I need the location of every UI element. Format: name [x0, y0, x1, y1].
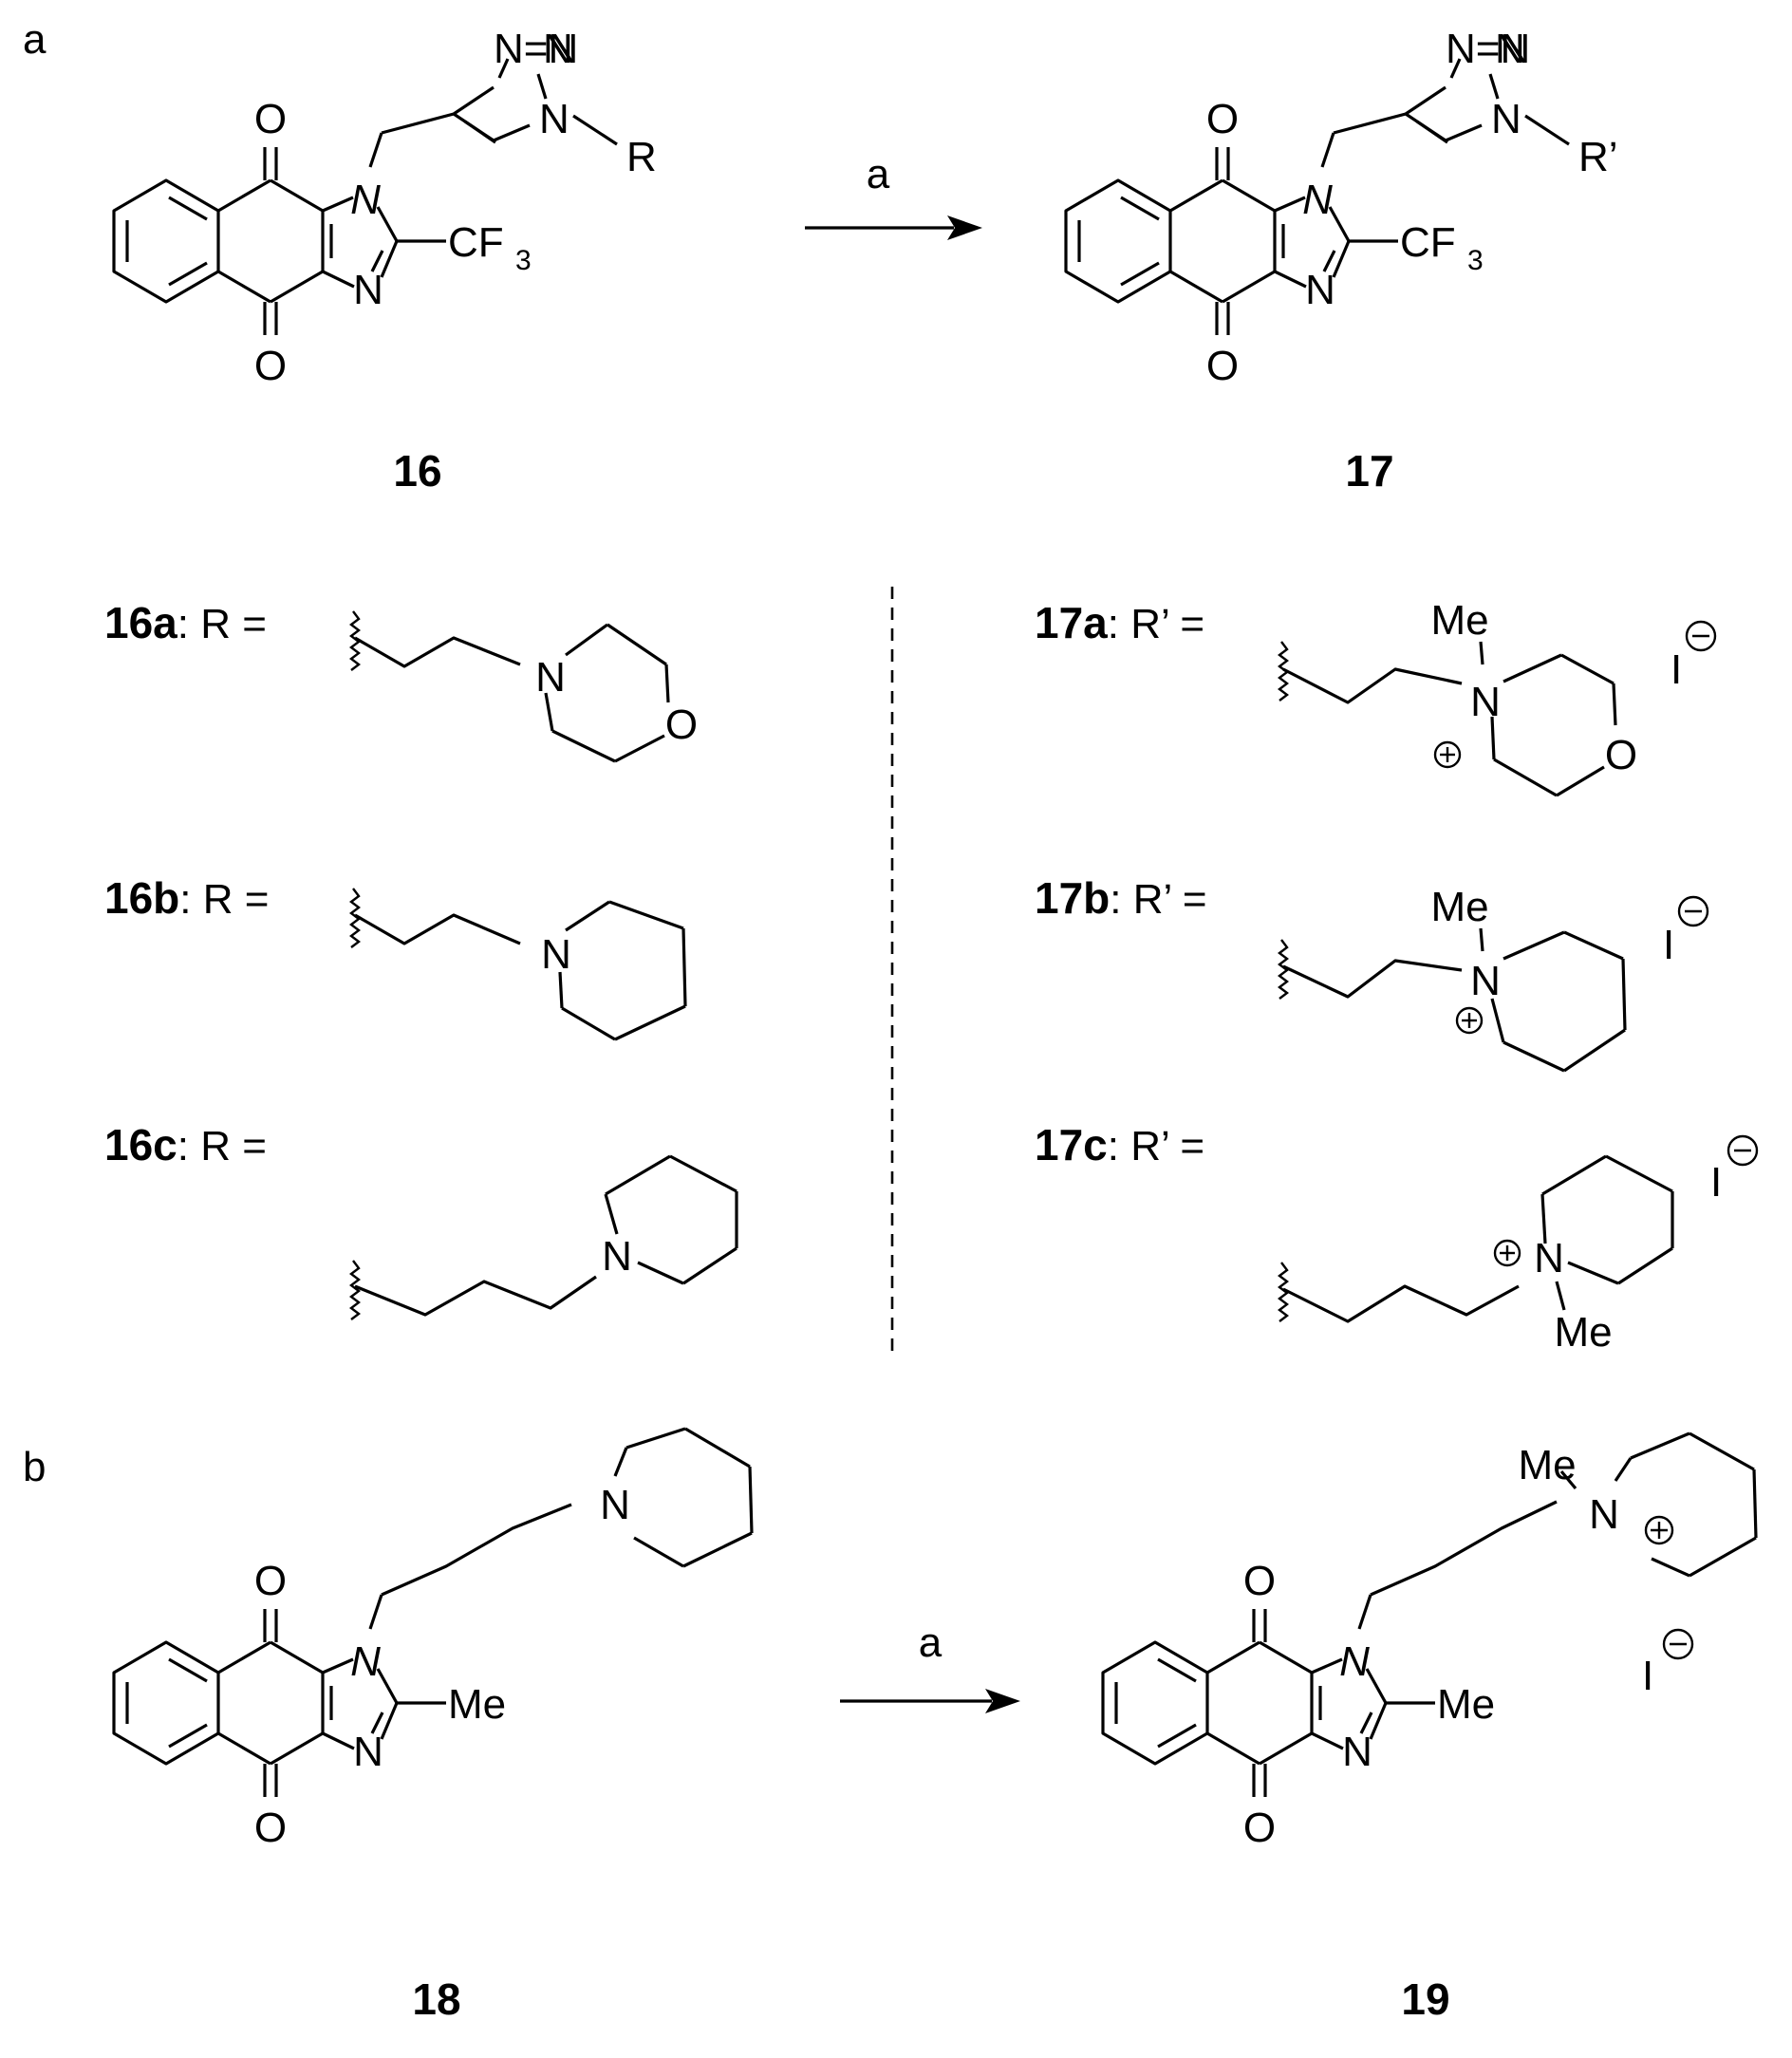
s17a-iodide: I	[1671, 646, 1682, 693]
label-17a: 17a: R’ =	[1035, 598, 1204, 647]
c17-cf3-sub: 3	[1467, 245, 1484, 276]
c19-iodide: I	[1642, 1653, 1653, 1699]
c19-minus-charge	[1662, 1628, 1694, 1660]
compound-label-17: 17	[1345, 446, 1393, 496]
s17b-iodide: I	[1663, 922, 1674, 968]
c18-n1: N	[350, 1638, 381, 1685]
c17-oxygen-top: O	[1206, 96, 1239, 142]
c17-cf3: CF	[1400, 219, 1456, 266]
c19-n3: N	[1342, 1729, 1372, 1775]
c19-n-methyl: Me	[1518, 1442, 1576, 1488]
c19-n1: N	[1339, 1638, 1370, 1685]
panel-label-b: b	[23, 1444, 46, 1490]
c18-n3: N	[353, 1729, 383, 1775]
c16-oxygen-top: O	[254, 96, 287, 142]
substituent-17c-structure	[1278, 1154, 1674, 1323]
c16-cf3: CF	[448, 219, 504, 266]
c16-r-group: R	[626, 134, 657, 180]
s17c-methyl: Me	[1554, 1309, 1612, 1356]
compound-label-16: 16	[393, 446, 441, 496]
c17-oxygen-bottom: O	[1206, 343, 1239, 389]
panel-label-a: a	[23, 16, 47, 63]
s17c-minus-charge	[1727, 1134, 1759, 1167]
compound-label-18: 18	[412, 1974, 460, 2024]
compound-18-structure	[112, 1427, 754, 1799]
substituent-16b-structure	[349, 888, 687, 1041]
svg-text:17c: R’ =: 17c: R’ =	[1035, 1120, 1204, 1169]
s17a-methyl: Me	[1430, 597, 1488, 644]
c16-n3: N	[353, 267, 383, 313]
svg-text:17b: R’ =: 17b: R’ =	[1035, 873, 1207, 923]
c16-oxygen-bottom: O	[254, 343, 287, 389]
label-16c: 16c: R =	[104, 1120, 267, 1169]
s17b-minus-charge	[1677, 895, 1709, 927]
compound-16-structure	[112, 58, 618, 337]
c16-n1: N	[350, 177, 381, 223]
substituent-16c-structure	[349, 1154, 738, 1320]
s17a-minus-charge	[1685, 620, 1717, 652]
s16a-oxygen: O	[665, 702, 698, 748]
label-17b: 17b: R’ =	[1035, 873, 1207, 923]
label-16a: 16a: R =	[104, 598, 267, 647]
s17a-oxygen: O	[1605, 732, 1637, 778]
c19-methyl-c2: Me	[1437, 1681, 1495, 1728]
c17-triazole-nn: N=N	[1446, 26, 1530, 72]
s16a-nitrogen: N	[535, 654, 566, 701]
reaction-arrow-b	[840, 1689, 1020, 1713]
s17b-methyl: Me	[1430, 884, 1488, 930]
label-16b: 16b: R =	[104, 873, 269, 923]
substituent-17b-structure	[1278, 927, 1627, 1073]
c19-piperidinium-n: N	[1589, 1491, 1619, 1538]
s17c-iodide: I	[1710, 1159, 1722, 1206]
c17-n1: N	[1302, 177, 1333, 223]
s16c-nitrogen: N	[602, 1233, 632, 1280]
c17-triazole-n1: N	[1491, 96, 1521, 142]
s17c-nitrogen: N	[1534, 1235, 1564, 1282]
substituent-16a-structure	[349, 610, 670, 763]
c17-triazole-n: N	[1495, 26, 1525, 72]
s17a-nitrogen: N	[1470, 679, 1501, 725]
reagent-label-a: a	[867, 151, 890, 197]
c18-oxygen-bottom: O	[254, 1805, 287, 1851]
c17-r-prime-group: R’	[1578, 134, 1618, 180]
c18-methyl: Me	[448, 1681, 506, 1728]
svg-text:16b: R =: 16b: R =	[104, 873, 269, 923]
c18-oxygen-top: O	[254, 1558, 287, 1604]
svg-text:16a: R =: 16a: R =	[104, 598, 267, 647]
svg-text:17a: R’ =: 17a: R’ =	[1035, 598, 1204, 647]
s17b-nitrogen: N	[1470, 958, 1501, 1004]
c19-oxygen-top: O	[1243, 1558, 1276, 1604]
c19-oxygen-bottom: O	[1243, 1805, 1276, 1851]
c16-cf3-sub: 3	[515, 245, 532, 276]
s16b-nitrogen: N	[541, 931, 571, 978]
reaction-arrow-a	[805, 215, 982, 240]
c18-piperidine-n: N	[600, 1482, 630, 1528]
c16-triazole-n1: N	[539, 96, 569, 142]
c16-triazole-n: N	[543, 26, 573, 72]
substituent-17a-structure	[1278, 641, 1617, 797]
label-17c: 17c: R’ =	[1035, 1120, 1204, 1169]
c17-n3: N	[1305, 267, 1335, 313]
compound-19-structure	[1101, 1431, 1758, 1799]
c16-triazole-nn: N=N	[494, 26, 578, 72]
svg-text:16c: R =: 16c: R =	[104, 1120, 267, 1169]
compound-label-19: 19	[1401, 1974, 1449, 2024]
compound-17-structure	[1064, 58, 1570, 337]
reagent-label-b: a	[919, 1619, 943, 1666]
